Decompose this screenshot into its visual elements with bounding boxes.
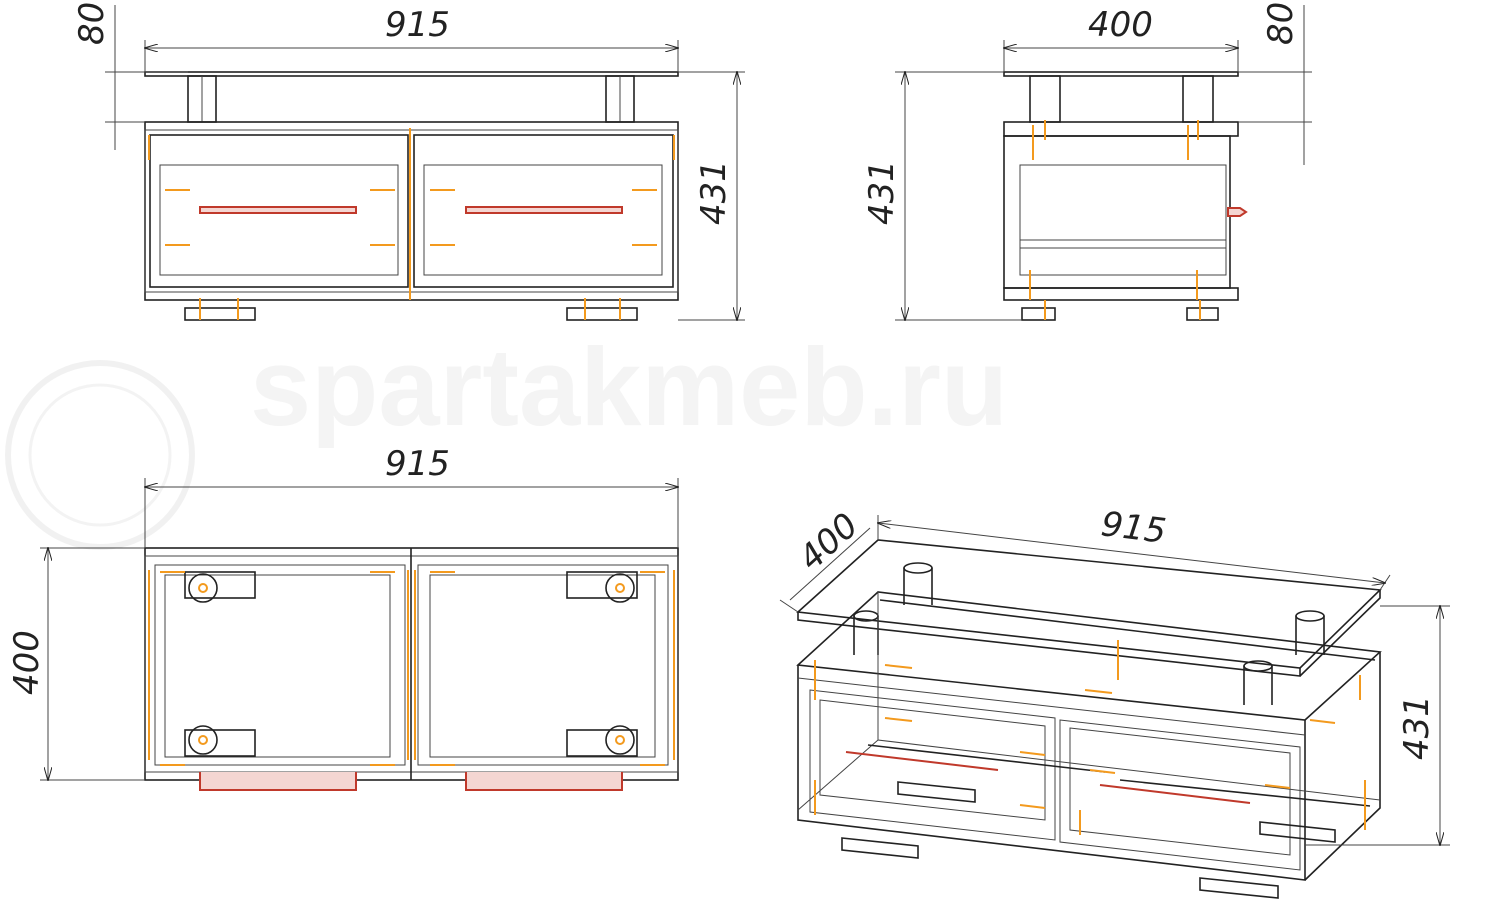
front-view: 915 80 431 bbox=[72, 2, 745, 320]
front-width-dimension: 915 bbox=[385, 5, 450, 45]
plan-depth-dimension: 400 bbox=[7, 630, 47, 695]
side-depth-dimension: 400 bbox=[1088, 5, 1153, 45]
watermark: spartakmeb.ru bbox=[5, 326, 1008, 550]
iso-height-dimension: 431 bbox=[1397, 695, 1437, 760]
front-top-dimension: 80 bbox=[72, 2, 112, 45]
side-top-dimension: 80 bbox=[1261, 2, 1301, 45]
front-height-dimension: 431 bbox=[694, 160, 734, 225]
side-height-dimension: 431 bbox=[862, 160, 902, 225]
iso-depth-dimension: 400 bbox=[791, 506, 866, 579]
side-view: 400 80 431 bbox=[862, 2, 1312, 320]
isometric-view: 915 400 431 bbox=[779, 504, 1450, 899]
plan-width-dimension: 915 bbox=[385, 444, 450, 484]
watermark-text: spartakmeb.ru bbox=[250, 326, 1008, 449]
iso-width-dimension: 915 bbox=[1099, 504, 1168, 552]
plan-view: 915 400 bbox=[7, 444, 678, 791]
